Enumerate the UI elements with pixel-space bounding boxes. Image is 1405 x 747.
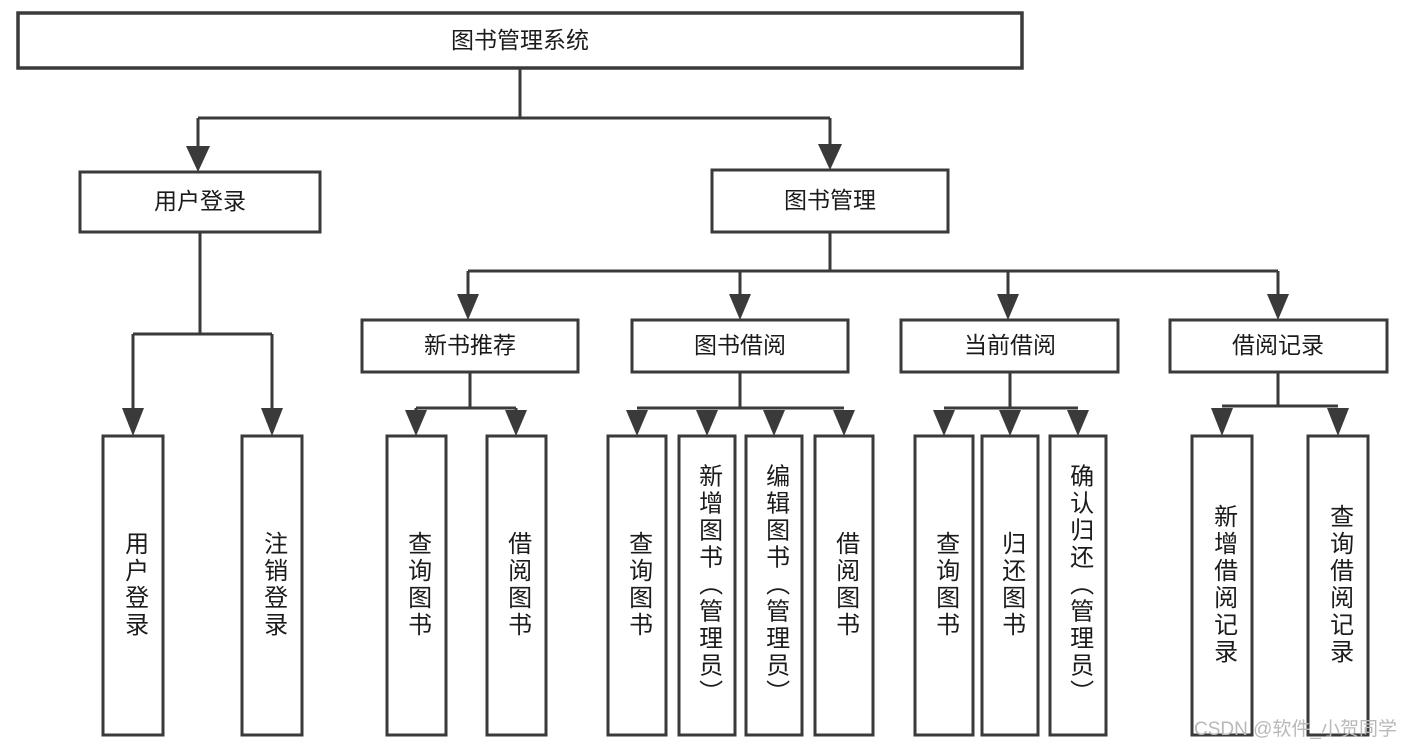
- node-user-login[interactable]: 用户登录: [78, 170, 322, 234]
- connector-group-current-borrow-to-leaves: [933, 372, 1089, 436]
- node-leaf-confirm-return-label: 确认归还（管理员）: [1066, 464, 1094, 707]
- arrow-head-current-borrow: [997, 294, 1019, 320]
- arrow-head-leaf-add-record: [1211, 408, 1233, 436]
- node-leaf-borrow-book-1[interactable]: 借阅图书: [485, 434, 548, 737]
- connector-group-borrow-record-to-leaves: [1211, 372, 1349, 436]
- connector-group-user-login-to-leaves: [122, 232, 283, 436]
- node-leaf-add-record-label: 新增借阅记录: [1210, 504, 1238, 666]
- node-book-manage[interactable]: 图书管理: [710, 168, 950, 234]
- node-borrow-record[interactable]: 借阅记录: [1168, 318, 1389, 374]
- node-leaf-query-book-2-label: 查询图书: [625, 531, 653, 639]
- node-leaf-add-record-box[interactable]: [1190, 434, 1254, 737]
- node-leaf-borrow-book-2[interactable]: 借阅图书: [813, 434, 875, 737]
- node-leaf-edit-book-box[interactable]: [744, 434, 804, 737]
- node-leaf-user-login-label: 用户登录: [121, 531, 149, 639]
- node-leaf-query-book-3[interactable]: 查询图书: [913, 434, 975, 737]
- connector-group-root-to-level2: [186, 68, 842, 172]
- node-book-borrow-box[interactable]: [630, 318, 850, 374]
- node-leaf-query-book-1[interactable]: 查询图书: [385, 434, 448, 737]
- node-leaf-query-record[interactable]: 查询借阅记录: [1306, 434, 1370, 737]
- arrow-head-leaf-user-login: [122, 408, 144, 436]
- node-leaf-user-logout-label: 注销登录: [260, 531, 288, 639]
- arrow-head-book-borrow: [729, 294, 751, 320]
- node-leaf-user-logout-box[interactable]: [240, 434, 304, 737]
- node-book-borrow[interactable]: 图书借阅: [630, 318, 850, 374]
- arrow-head-leaf-query-record: [1327, 408, 1349, 436]
- arrow-head-leaf-return-book: [999, 410, 1021, 436]
- node-leaf-borrow-book-2-box[interactable]: [813, 434, 875, 737]
- arrow-head-leaf-confirm-return: [1067, 410, 1089, 436]
- node-leaf-confirm-return[interactable]: 确认归还（管理员）: [1048, 434, 1108, 737]
- node-borrow-record-label: 借阅记录: [1232, 332, 1324, 358]
- node-new-book-rec[interactable]: 新书推荐: [360, 318, 580, 374]
- node-current-borrow-box[interactable]: [899, 318, 1120, 374]
- node-root-label: 图书管理系统: [451, 27, 589, 53]
- connector-group-new-book-rec-to-leaves: [405, 372, 527, 436]
- node-root-box[interactable]: [16, 11, 1024, 70]
- node-leaf-user-login[interactable]: 用户登录: [101, 434, 165, 737]
- node-book-manage-box[interactable]: [710, 168, 950, 234]
- node-leaf-borrow-book-1-box[interactable]: [485, 434, 548, 737]
- node-current-borrow[interactable]: 当前借阅: [899, 318, 1120, 374]
- node-leaf-edit-book[interactable]: 编辑图书（管理员）: [744, 434, 804, 737]
- node-user-login-label: 用户登录: [154, 188, 246, 214]
- node-new-book-rec-label: 新书推荐: [424, 332, 516, 358]
- node-current-borrow-label: 当前借阅: [964, 332, 1056, 358]
- node-leaf-borrow-book-2-label: 借阅图书: [832, 531, 860, 639]
- node-leaf-user-logout[interactable]: 注销登录: [240, 434, 304, 737]
- node-leaf-query-record-box[interactable]: [1306, 434, 1370, 737]
- node-leaf-confirm-return-box[interactable]: [1048, 434, 1108, 737]
- arrow-head-leaf-edit-book: [763, 410, 785, 436]
- node-leaf-return-book-box[interactable]: [980, 434, 1040, 737]
- arrow-head-leaf-borrow-book-2: [833, 410, 855, 436]
- node-leaf-query-book-3-label: 查询图书: [932, 531, 960, 639]
- node-borrow-record-box[interactable]: [1168, 318, 1389, 374]
- node-leaf-return-book[interactable]: 归还图书: [980, 434, 1040, 737]
- arrow-head-book-manage: [818, 144, 842, 170]
- node-root[interactable]: 图书管理系统: [16, 11, 1024, 70]
- node-leaf-borrow-book-1-label: 借阅图书: [504, 531, 532, 639]
- node-leaf-return-book-label: 归还图书: [998, 531, 1026, 639]
- node-leaf-query-book-2-box[interactable]: [606, 434, 668, 737]
- node-leaf-add-record[interactable]: 新增借阅记录: [1190, 434, 1254, 737]
- node-leaf-user-login-box[interactable]: [101, 434, 165, 737]
- node-leaf-query-book-1-label: 查询图书: [404, 531, 432, 639]
- node-leaf-query-book-1-box[interactable]: [385, 434, 448, 737]
- node-book-borrow-label: 图书借阅: [694, 332, 786, 358]
- arrow-head-leaf-query-book-3: [933, 410, 955, 436]
- arrow-head-leaf-add-book: [696, 410, 718, 436]
- connector-group-book-manage-to-level3: [457, 232, 1289, 320]
- arrow-head-user-login: [186, 146, 210, 172]
- node-book-manage-label: 图书管理: [784, 187, 876, 213]
- node-leaf-query-record-label: 查询借阅记录: [1326, 504, 1354, 666]
- node-leaf-add-book[interactable]: 新增图书（管理员）: [677, 434, 737, 737]
- node-leaf-add-book-box[interactable]: [677, 434, 737, 737]
- arrow-head-borrow-record: [1267, 294, 1289, 320]
- arrow-head-leaf-query-book-2: [626, 410, 648, 436]
- node-leaf-query-book-2[interactable]: 查询图书: [606, 434, 668, 737]
- arrow-head-leaf-query-book-1: [405, 410, 427, 436]
- arrow-head-new-book-rec: [457, 294, 479, 320]
- node-leaf-query-book-3-box[interactable]: [913, 434, 975, 737]
- csdn-watermark: CSDN @软件_小贺同学: [1194, 719, 1397, 740]
- node-new-book-rec-box[interactable]: [360, 318, 580, 374]
- arrow-head-leaf-borrow-book-1: [505, 410, 527, 436]
- node-leaf-edit-book-label: 编辑图书（管理员）: [762, 464, 790, 707]
- connector-group-book-borrow-to-leaves: [626, 372, 855, 436]
- arrow-head-leaf-user-logout: [261, 408, 283, 436]
- node-user-login-box[interactable]: [78, 170, 322, 234]
- node-leaf-add-book-label: 新增图书（管理员）: [695, 464, 723, 707]
